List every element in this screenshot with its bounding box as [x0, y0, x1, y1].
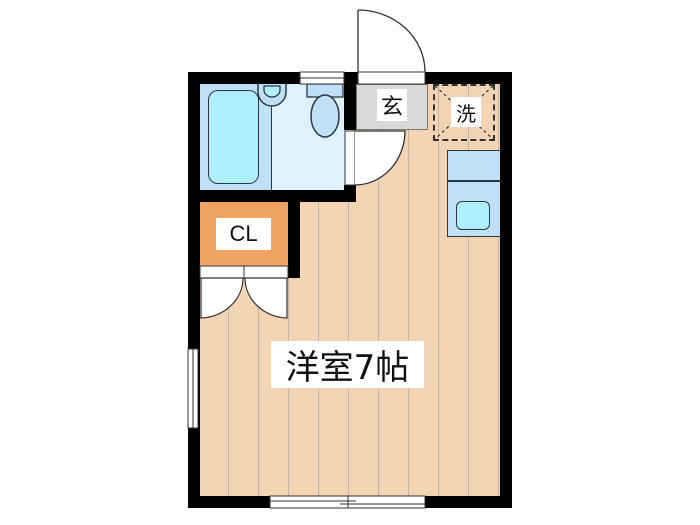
kitchen-divider	[447, 180, 500, 182]
laundry-area	[433, 84, 495, 141]
closet-label: CL	[216, 218, 271, 250]
sink-icon	[456, 201, 490, 230]
bathtub-icon	[208, 90, 259, 184]
entrance-label: 玄	[377, 89, 407, 121]
toilet-area	[271, 84, 352, 190]
western-room-label: 洋室7帖	[271, 341, 424, 388]
laundry-label: 洗	[451, 97, 481, 127]
